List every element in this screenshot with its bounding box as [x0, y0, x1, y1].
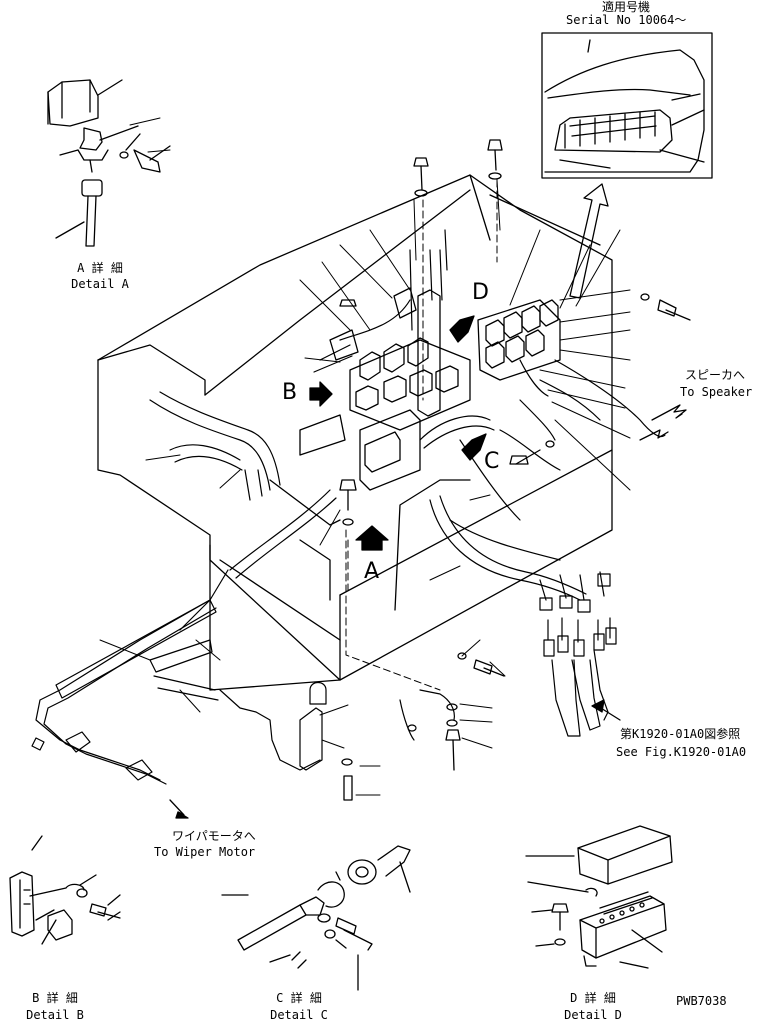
detail-d-title-jp: D 詳 細 [570, 991, 616, 1005]
detail-c-drawing [221, 845, 411, 991]
view-letter-d: D [472, 280, 489, 305]
detail-b-drawing [9, 835, 121, 945]
wiper-label-jp: ワイパモータへ [172, 829, 256, 843]
speaker-label-jp: スピーカへ [684, 368, 745, 382]
leader-lines [99, 117, 631, 796]
detail-a-title-en: Detail A [71, 277, 129, 291]
view-arrows [169, 183, 687, 819]
detail-a-title-jp: A 詳 細 [77, 261, 123, 275]
serial-title-en: Serial No 10064～ [566, 13, 687, 27]
reference-label-jp: 第K1920-01A0図参照 [620, 727, 741, 741]
detail-b-title-en: Detail B [26, 1008, 84, 1022]
drawing-number: PWB7038 [676, 994, 727, 1008]
wiper-label-en: To Wiper Motor [154, 845, 256, 859]
detail-b-title-jp: B 詳 細 [32, 991, 78, 1005]
serial-inset-drawing [541, 32, 713, 179]
detail-d-drawing [525, 825, 673, 969]
hardware-drawing [339, 139, 691, 801]
view-letter-c: C [484, 449, 500, 474]
serial-title-jp: 適用号機 [601, 0, 650, 14]
detail-c-title-en: Detail C [270, 1008, 328, 1022]
detail-d-title-en: Detail D [564, 1008, 622, 1022]
relay-cluster-drawing [299, 287, 561, 491]
view-letter-b: B [282, 380, 298, 405]
lower-harness-drawing [31, 571, 617, 785]
speaker-label-en: To Speaker [680, 385, 753, 399]
guide-lines [345, 179, 498, 691]
detail-a-drawing [47, 79, 171, 247]
harness-drawing [149, 229, 666, 631]
cab-body-drawing [97, 174, 613, 691]
view-letter-a: A [364, 559, 380, 584]
reference-label-en: See Fig.K1920-01A0 [616, 745, 747, 759]
detail-c-title-jp: C 詳 細 [276, 991, 322, 1005]
